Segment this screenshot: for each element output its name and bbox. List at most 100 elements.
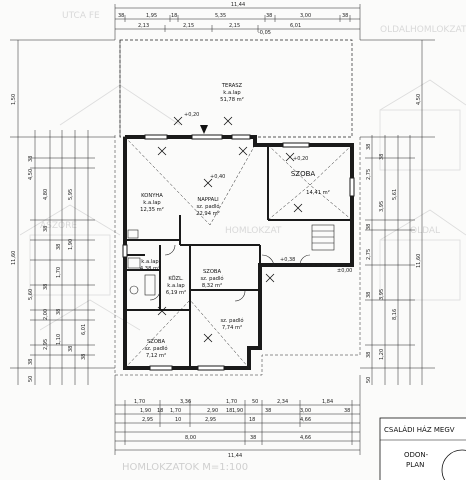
windows (122, 134, 355, 371)
dimension-text: 2,34 (277, 399, 288, 405)
dimension-text: 4,50 (28, 169, 34, 180)
dimension-text: 2,15 (229, 23, 240, 29)
dimension-text: 2,75 (366, 249, 372, 260)
dimension-texts-left: 1,50 4,50 38 4,80 38 5,95 11,60 38 1,70 … (11, 94, 87, 382)
ghost-label-bottom: HOMLOKZATOK M=1:100 (122, 462, 248, 473)
dimension-text: 11,60 (11, 251, 17, 265)
room-floor: sz. padló (200, 275, 223, 282)
dimension-text: 1,95 (146, 13, 157, 19)
dimension-text: 18 (249, 417, 255, 423)
room-bedroom-2: SZOBA sz. padló 8,32 m² (200, 269, 223, 289)
level-text: +0,20 (184, 112, 199, 118)
dimension-texts-right: 4,50 38 2,75 38 3,95 5,61 11,60 38 2,75 … (366, 94, 422, 383)
dimension-text: 38 (68, 346, 74, 352)
room-bedroom-3: SZOBA sz. padló 7,12 m² (144, 339, 167, 359)
ghost-label-center: HOMLOKZAT (225, 226, 282, 236)
roof-projection (114, 135, 361, 376)
room-name: SZOBA (291, 170, 316, 178)
level-markers (157, 116, 303, 343)
title-block-title: CSALÁDI HÁZ MEGV (384, 425, 455, 434)
dimension-text: 3,00 (300, 13, 311, 19)
room-area: 51,78 m² (220, 97, 244, 103)
room-area: 7,12 m² (146, 353, 166, 359)
dimension-text: 38 (81, 354, 87, 360)
dimension-text: 18 (171, 13, 177, 19)
dimension-text: 5,95 (68, 189, 74, 200)
room-living: NAPPALI sz. padló 22,94 m² (196, 197, 220, 217)
room-floor: sz. padló (220, 317, 243, 324)
dimension-text: 2,13 (138, 23, 149, 29)
room-area: 4,38 m² (140, 266, 160, 272)
dimension-text: 38 (250, 435, 256, 441)
dimension-text: 38 (366, 144, 372, 150)
dimension-text: 6,01 (290, 23, 301, 29)
room-name: NAPPALI (197, 197, 219, 203)
dimension-text: 4,66 (300, 435, 311, 441)
bathroom-fixtures (127, 224, 335, 296)
room-floor: k.a.lap (223, 90, 241, 96)
dimension-text: 2,95 (43, 339, 49, 350)
room-name: KONYHA (141, 193, 163, 199)
room-floor: k.a.lap (167, 283, 185, 289)
dimension-text: 1,90 (232, 408, 243, 414)
dimension-text: 18 (157, 408, 163, 414)
room-area: 6,19 m² (166, 290, 186, 296)
room-name: SZOBA (203, 269, 221, 275)
dimension-text: 38 (28, 359, 34, 365)
dimension-text: 38 (366, 352, 372, 358)
room-bedroom-4: sz. padló 7,74 m² (220, 317, 243, 331)
dimension-text: 4,66 (300, 417, 311, 423)
dimension-text: 38 (56, 309, 62, 315)
dimension-text: 2,75 (366, 169, 372, 180)
dimension-text: 4,80 (43, 189, 49, 200)
entrance-arrow-icon (200, 125, 208, 134)
dimension-text: 38 (366, 224, 372, 230)
dimension-total-bottom: 11,44 (228, 453, 242, 459)
dimension-text: 11,60 (416, 254, 422, 268)
inner-walls (125, 145, 352, 368)
dimension-text: 38 (366, 292, 372, 298)
room-name: TERASZ (221, 83, 243, 89)
title-block-sub2: PLAN (406, 461, 424, 469)
dimension-text: 1,90 (68, 239, 74, 250)
dimension-text: 38 (28, 156, 34, 162)
level-text: -0,05 (258, 30, 271, 36)
room-kitchen: KONYHA k.a.lap 12,35 m² (140, 193, 164, 213)
dimension-text: 50 (28, 376, 34, 382)
room-area: 12,35 m² (140, 207, 164, 213)
dimension-text: 1,70 (134, 399, 145, 405)
dimension-text: 3,95 (379, 289, 385, 300)
dimension-text: 8,00 (185, 435, 196, 441)
room-area: 14,41 m² (306, 190, 330, 196)
dimension-text: 18 (226, 408, 232, 414)
door-swings (149, 244, 311, 302)
room-name: SZOBA (147, 339, 165, 345)
dimension-text: 38 (344, 408, 350, 414)
level-text: +0,20 (293, 156, 308, 162)
dimension-text: 2,95 (205, 417, 216, 423)
title-block: CSALÁDI HÁZ MEGV ODON- PLAN (379, 417, 466, 480)
ghost-label-right-top: OLDALHOMLOKZAT (380, 25, 466, 35)
dimension-text: 2,95 (142, 417, 153, 423)
ghost-label-top: UTCA FE (62, 11, 100, 21)
dimension-text: 5,35 (215, 13, 226, 19)
dimension-text: 6,01 (81, 324, 87, 335)
room-bedroom-1: SZOBA 14,41 m² (291, 170, 330, 196)
dimension-text: 2,15 (183, 23, 194, 29)
room-area: 7,74 m² (222, 325, 242, 331)
dimension-text: 50 (366, 377, 372, 383)
room-terrace: TERASZ k.a.lap 51,78 m² (220, 83, 244, 103)
dimension-lines-bottom (114, 375, 361, 455)
dimension-text: 1,84 (322, 399, 333, 405)
dimension-text: 38 (265, 408, 271, 414)
level-text: +0,40 (210, 174, 225, 180)
room-area: 22,94 m² (196, 211, 220, 217)
dimension-text: 5,61 (392, 189, 398, 200)
dimension-text: 1,70 (170, 408, 181, 414)
dimension-text: 1,70 (226, 399, 237, 405)
dimension-text: 38 (43, 284, 49, 290)
dimension-text: 38 (56, 244, 62, 250)
dimension-text: 2,90 (207, 408, 218, 414)
